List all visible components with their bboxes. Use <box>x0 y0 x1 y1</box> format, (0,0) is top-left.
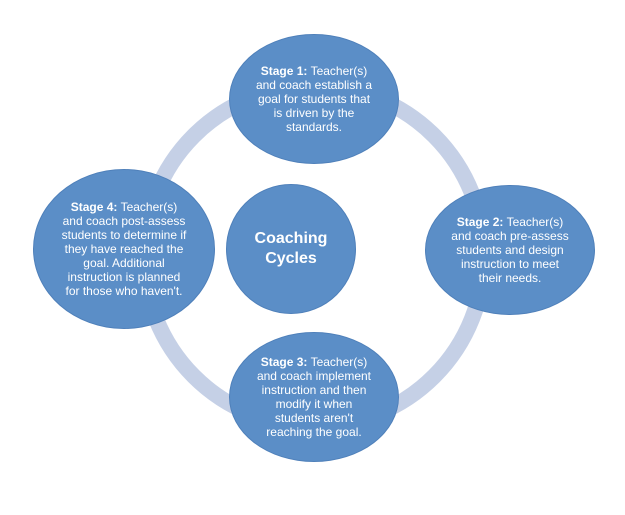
stage-3-text: Stage 3: Teacher(s) and coach implement … <box>253 355 375 439</box>
stage-1-text: Stage 1: Teacher(s) and coach establish … <box>255 64 373 134</box>
center-label: Coaching Cycles <box>255 229 328 269</box>
stage-4-node: Stage 4: Teacher(s) and coach post-asses… <box>33 169 215 329</box>
stage-2-text: Stage 2: Teacher(s) and coach pre-assess… <box>449 215 571 285</box>
stage-2-label: Stage 2: <box>456 215 504 229</box>
center-label-line1: Coaching <box>254 230 328 247</box>
stage-1-label: Stage 1: <box>260 64 308 78</box>
center-label-line2: Cycles <box>265 250 317 267</box>
stage-2-description: Teacher(s) and coach pre-assess students… <box>451 215 569 285</box>
center-node: Coaching Cycles <box>226 184 356 314</box>
stage-4-text: Stage 4: Teacher(s) and coach post-asses… <box>61 200 187 298</box>
stage-1-description: Teacher(s) and coach establish a goal fo… <box>255 64 373 134</box>
stage-4-label: Stage 4: <box>70 200 118 214</box>
stage-3-description: Teacher(s) and coach implement instructi… <box>256 355 372 439</box>
stage-3-node: Stage 3: Teacher(s) and coach implement … <box>229 332 399 462</box>
stage-2-node: Stage 2: Teacher(s) and coach pre-assess… <box>425 185 595 315</box>
stage-3-label: Stage 3: <box>260 355 308 369</box>
stage-4-description: Teacher(s) and coach post-assess student… <box>61 200 187 298</box>
stage-1-node: Stage 1: Teacher(s) and coach establish … <box>229 34 399 164</box>
